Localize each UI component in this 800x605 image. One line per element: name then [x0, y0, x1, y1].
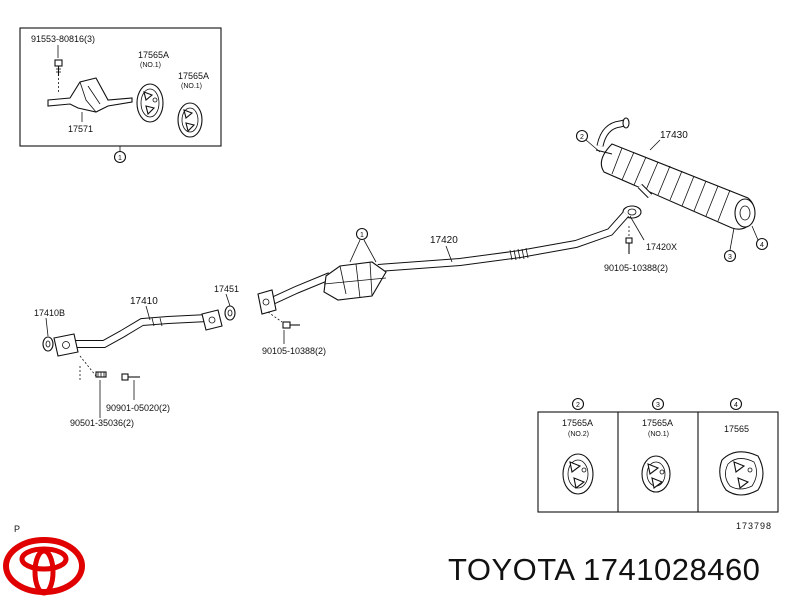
hanger-b-label: 17565A [178, 71, 209, 81]
mid-bolt-label: 90105-10388(2) [262, 346, 326, 356]
rubber-hanger-no1 [641, 455, 671, 493]
gasket-b-label: 17410B [34, 308, 65, 318]
tailpipe-ref-4: 4 [760, 242, 764, 249]
hanger-callout-box: 2 17565A (NO.2) 3 17565A (NO.1) 4 17565 [537, 397, 779, 513]
hanger-a-label: 17565A [138, 50, 169, 60]
catalytic-converter [323, 261, 387, 301]
bracket-bolt [54, 59, 63, 76]
front-fasteners: 90901-05020(2) 90501-35036(2) [70, 355, 170, 428]
callout-sub-2: (NO.2) [568, 431, 589, 438]
center-pipe-label: 17420 [430, 235, 458, 246]
bracket-label: 17571 [68, 124, 93, 134]
rubber-hanger-no2 [562, 453, 594, 495]
callout-ref-2: 2 [576, 402, 580, 409]
callout-part-3: 17565A [642, 418, 673, 428]
gasket-17420x: 17420X [622, 205, 677, 252]
stud-label: 90501-35036(2) [70, 418, 134, 428]
callout-part-2: 17565A [562, 418, 593, 428]
inset-ref-circle [113, 150, 127, 164]
gasket-451-label: 17451 [214, 284, 239, 294]
stud-bolt-head [121, 373, 129, 381]
center-pipe-17420: 17420 1 [257, 211, 629, 315]
bracket-17571 [47, 77, 133, 113]
footer-part-title: TOYOTA 1741028460 [448, 552, 760, 588]
tailpipe-ref-2: 2 [580, 134, 584, 141]
front-pipe-17410: 17410 [53, 296, 223, 357]
footer-brand: TOYOTA [448, 552, 574, 587]
callout-part-4: 17565 [724, 424, 749, 434]
callout-sub-3: (NO.1) [648, 431, 669, 438]
gasket-17451: 17451 [214, 284, 239, 321]
toyota-logo-icon [3, 537, 85, 596]
callout-ref-3: 3 [656, 402, 660, 409]
footer-part-number: 1741028460 [583, 552, 761, 587]
tailpipe-ref-3: 3 [728, 254, 732, 261]
tailpipe-assembly-17430: 17430 [575, 117, 769, 263]
gasket-x-label: 17420X [646, 242, 677, 252]
page-mark: P [14, 524, 20, 534]
rubber-hanger-17565 [719, 451, 764, 496]
callout-frame [537, 411, 779, 513]
muffler [600, 143, 756, 230]
mid-bolt: 90105-10388(2) [262, 311, 326, 356]
stud-bolt-label: 90901-05020(2) [106, 403, 170, 413]
front-pipe-label: 17410 [130, 296, 158, 307]
rear-bolt: 90105-10388(2) [604, 226, 668, 273]
inset-frame [19, 27, 222, 147]
inset-bracket-box: 1 91553-80816(3) 17571 17565A (NO.1) [19, 27, 222, 164]
rubber-hanger-a [136, 83, 164, 123]
hanger-b-sub: (NO.1) [181, 83, 202, 90]
callout-ref-4: 4 [734, 402, 738, 409]
cat-ref-label: 1 [360, 232, 364, 239]
bracket-bolt-label: 91553-80816(3) [31, 34, 95, 44]
hanger-a-sub: (NO.1) [140, 62, 161, 69]
rubber-hanger-b [177, 102, 203, 138]
rear-bolt-label: 90105-10388(2) [604, 263, 668, 273]
inset-ref-label: 1 [118, 155, 122, 162]
tailpipe-label: 17430 [660, 130, 688, 141]
drawing-number: 173798 [736, 521, 772, 531]
gasket-17410b: 17410B [34, 308, 65, 352]
